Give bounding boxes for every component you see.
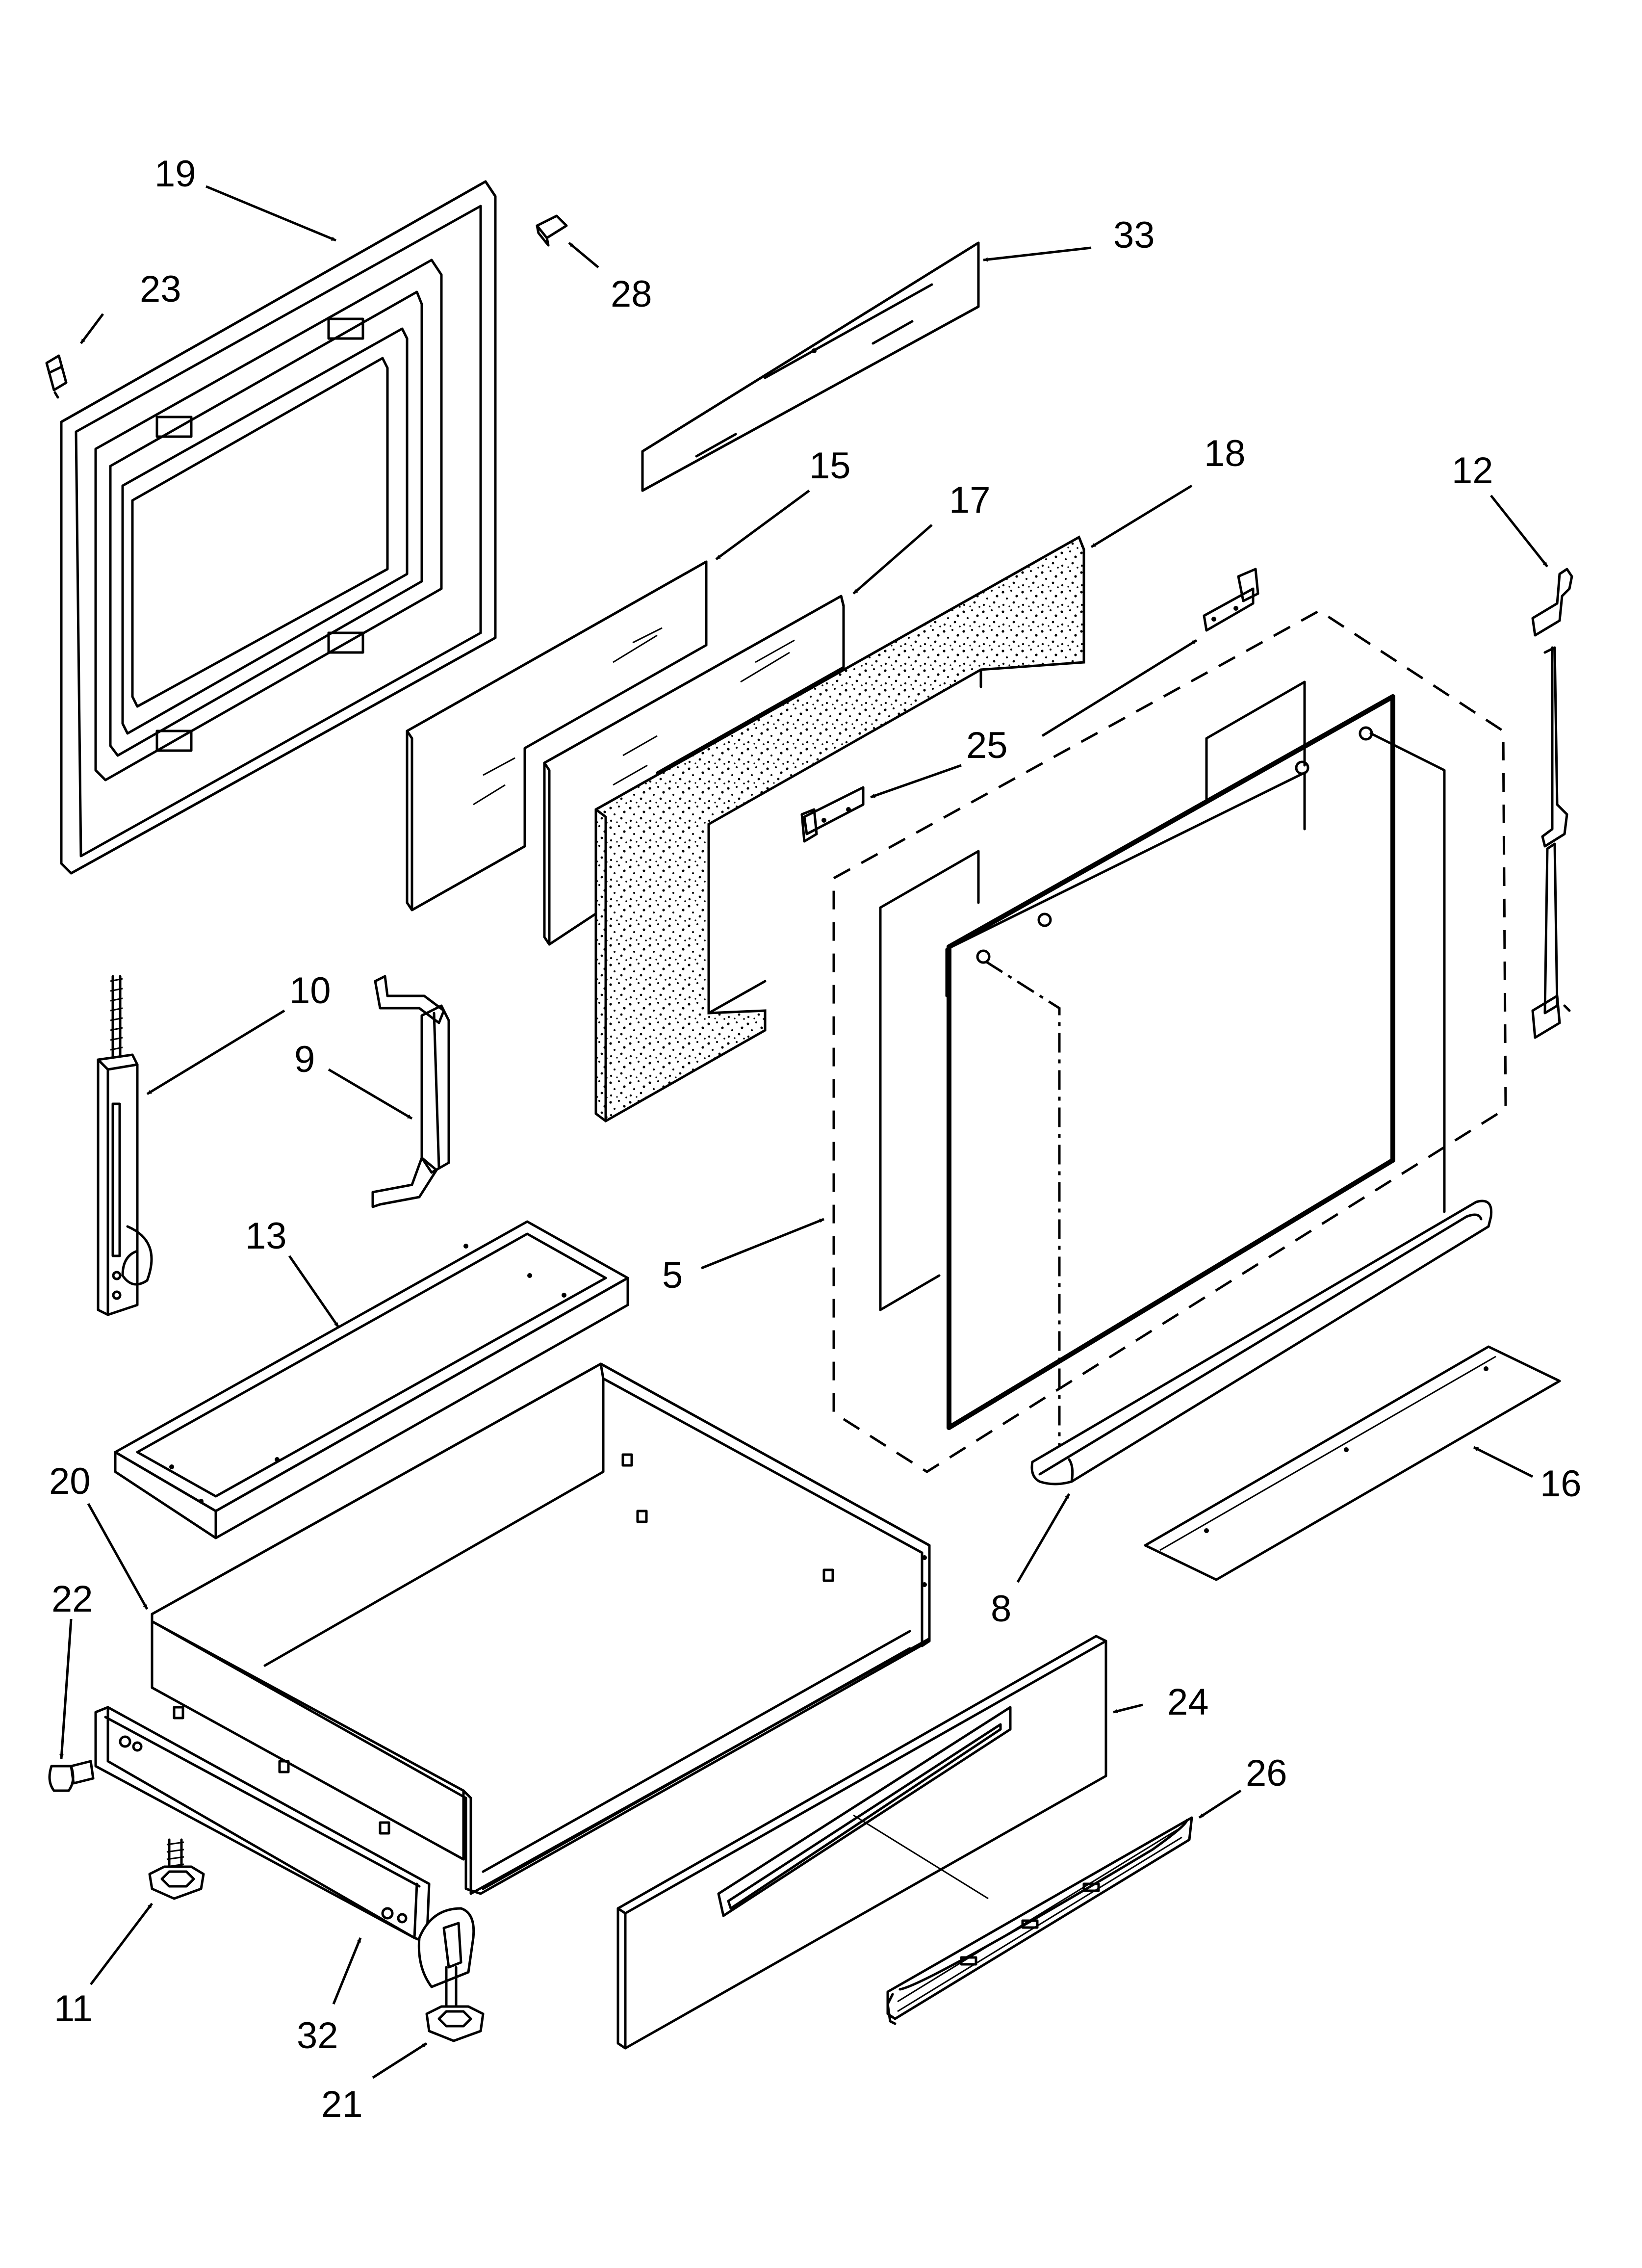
callout-labels: 19 23 28 33 15 17 18 12 25 10 9 13 5 16 …	[49, 153, 1582, 2125]
spacer-clip-part	[536, 214, 568, 247]
leader-9	[328, 1068, 413, 1120]
leader-28	[568, 242, 599, 268]
leader-25b	[870, 764, 962, 799]
leader-21	[372, 2042, 428, 2079]
callout-11: 11	[54, 1988, 93, 2030]
outer-glass-part	[406, 560, 708, 912]
callout-5: 5	[662, 1254, 683, 1296]
callout-18: 18	[1204, 433, 1246, 474]
leader-11	[90, 1903, 153, 1985]
callout-24: 24	[1167, 1681, 1209, 1723]
callout-15: 15	[809, 445, 851, 487]
callout-26: 26	[1246, 1752, 1287, 1794]
leader-23	[80, 313, 104, 344]
leader-19	[205, 185, 336, 242]
door-clip-part	[45, 354, 68, 399]
door-bottom-trim-part	[1030, 1199, 1493, 1486]
leader-25a	[1041, 639, 1198, 737]
callout-leaders	[59, 185, 1548, 2079]
door-assembly-outline	[832, 609, 1507, 1473]
inner-door-panels	[879, 680, 1309, 1311]
callout-13: 13	[245, 1215, 287, 1257]
callout-8: 8	[991, 1588, 1011, 1630]
leveling-leg-part	[148, 1838, 205, 1900]
hinge-clip-upper-part	[1203, 568, 1259, 632]
callout-20: 20	[49, 1460, 91, 1502]
drawer-body-part	[151, 1362, 931, 1895]
callout-10: 10	[289, 970, 331, 1012]
drawer-handle-part	[886, 1816, 1193, 2025]
leader-20	[87, 1503, 149, 1610]
leader-12	[1490, 495, 1548, 568]
hinge-clip-lower-part	[800, 786, 865, 843]
door-hinge-part	[97, 975, 153, 1316]
door-top-trim-part	[641, 241, 980, 492]
callout-21: 21	[321, 2084, 363, 2125]
leader-22	[59, 1618, 73, 1759]
door-inner-panel-part	[947, 694, 1446, 1462]
callout-25: 25	[966, 725, 1008, 766]
callout-16: 16	[1540, 1463, 1582, 1505]
callout-12: 12	[1452, 450, 1493, 492]
callout-23: 23	[140, 268, 181, 310]
leader-18	[1090, 484, 1193, 548]
door-hinge-strip-part	[1531, 568, 1573, 1039]
callout-17: 17	[949, 479, 991, 521]
drawer-screw-part	[48, 1760, 95, 1792]
leader-8	[1016, 1493, 1071, 1583]
leader-32	[332, 1937, 362, 2005]
leader-15	[715, 489, 810, 561]
leader-33	[983, 246, 1092, 262]
rear-leveling-leg-part	[417, 1907, 485, 2042]
leader-5	[701, 1218, 824, 1270]
leader-13	[288, 1255, 340, 1328]
leader-26	[1198, 1789, 1242, 1819]
leader-10	[146, 1009, 285, 1095]
insulation-part	[594, 535, 1085, 1122]
callout-22: 22	[51, 1578, 93, 1620]
leader-17	[852, 524, 933, 595]
callout-28: 28	[611, 273, 652, 315]
door-frame-part	[60, 180, 497, 875]
leader-24	[1113, 1703, 1143, 1714]
drawer-front-panel-part	[616, 1635, 1107, 2050]
callout-9: 9	[294, 1039, 315, 1080]
callout-19: 19	[154, 153, 196, 195]
drawer-tray-part	[114, 1220, 629, 1539]
callout-32: 32	[297, 2015, 338, 2057]
callout-33: 33	[1113, 214, 1155, 256]
drawer-slide-strip-part	[1144, 1345, 1561, 1581]
leader-16	[1473, 1446, 1534, 1478]
handle-bracket-part	[371, 975, 450, 1208]
